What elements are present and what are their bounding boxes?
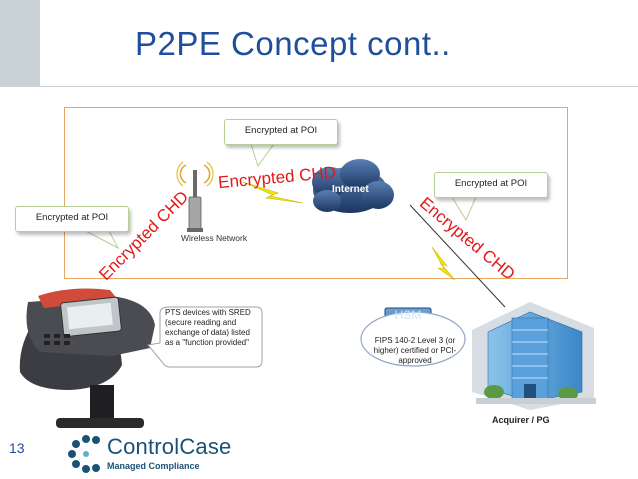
wireless-network-label: Wireless Network — [181, 233, 248, 243]
fips-note-text: FIPS 140-2 Level 3 (or higher) certified… — [373, 336, 457, 365]
logo-tagline: Managed Compliance — [107, 461, 200, 471]
slide-accent-bar — [0, 0, 40, 87]
controlcase-logo-icon — [68, 435, 100, 473]
internet-cloud-icon — [312, 159, 394, 213]
title-divider — [40, 86, 638, 87]
slide-number: 13 — [9, 440, 25, 456]
pts-note-bubble — [147, 306, 263, 368]
wireless-lightning-icon — [242, 181, 304, 204]
callout-encrypted-right: Encrypted at POI — [434, 172, 548, 198]
network-frame — [64, 107, 568, 279]
internet-acquirer-link — [409, 204, 506, 308]
logo-name: ControlCase — [107, 434, 232, 459]
wireless-antenna-icon — [176, 161, 214, 232]
callout-encrypted-top: Encrypted at POI — [224, 119, 338, 145]
internet-label: Internet — [332, 184, 369, 195]
pts-note-text: PTS devices with SRED (secure reading an… — [165, 308, 251, 347]
acquirer-label: Acquirer / PG — [492, 415, 550, 425]
fips-note-bubble — [360, 311, 466, 367]
pos-terminal-icon — [19, 288, 155, 428]
acquirer-building-icon — [472, 302, 596, 410]
hsm-label: HSM — [394, 308, 422, 322]
slide-title: P2PE Concept cont.. — [135, 25, 451, 62]
callout-encrypted-left: Encrypted at POI — [15, 206, 129, 232]
acquirer-lightning-icon — [431, 246, 456, 281]
